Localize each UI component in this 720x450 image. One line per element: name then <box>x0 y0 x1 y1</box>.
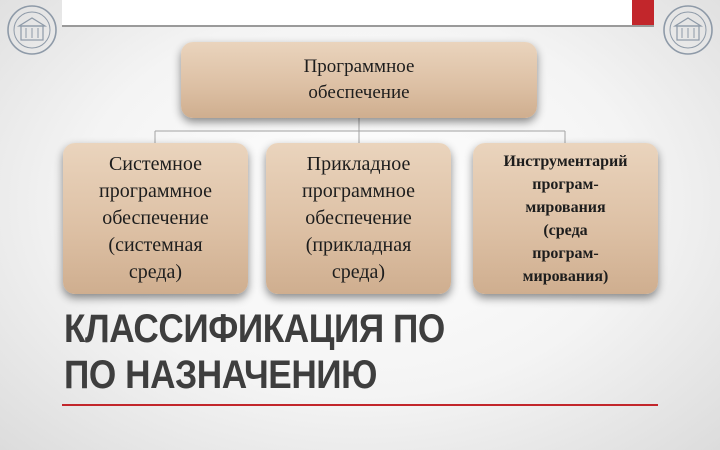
slide-title-line: ПО НАЗНАЧЕНИЮ <box>64 353 378 397</box>
node-application-software: Прикладное программное обеспечение (прик… <box>266 143 451 294</box>
slide-title-line: КЛАССИФИКАЦИЯ ПО <box>64 307 445 351</box>
node-line: Инструментарий <box>503 152 628 170</box>
node-programming-tools: Инструментарий програм- мирования (среда… <box>473 143 658 294</box>
node-line: мирования <box>525 198 606 216</box>
node-line: среда) <box>128 261 183 283</box>
root-node-line: Программное <box>303 56 415 77</box>
slide-title: КЛАССИФИКАЦИЯ ПО ПО НАЗНАЧЕНИЮ <box>64 306 469 398</box>
node-line: (прикладная <box>305 234 412 256</box>
header-accent <box>632 0 654 25</box>
title-underline <box>62 404 658 406</box>
node-line: обеспечение <box>305 207 412 229</box>
node-system-software: Системное программное обеспечение (систе… <box>63 143 248 294</box>
university-seal-icon <box>663 5 713 55</box>
node-line: Прикладное <box>306 153 411 175</box>
node-line: мирования) <box>522 267 609 285</box>
root-node: Программное обеспечение <box>181 42 537 118</box>
node-line: программное <box>302 180 415 202</box>
node-line: среда) <box>331 261 386 283</box>
node-line: Системное <box>108 153 202 175</box>
node-line: (системная <box>108 234 203 256</box>
header-bar <box>62 0 654 27</box>
node-line: програм- <box>532 175 599 193</box>
university-seal-icon <box>7 5 57 55</box>
node-line: програм- <box>532 244 599 262</box>
node-line: обеспечение <box>102 207 209 229</box>
node-line: программное <box>99 180 212 202</box>
node-line: (среда <box>543 221 588 239</box>
root-node-line: обеспечение <box>308 82 410 103</box>
